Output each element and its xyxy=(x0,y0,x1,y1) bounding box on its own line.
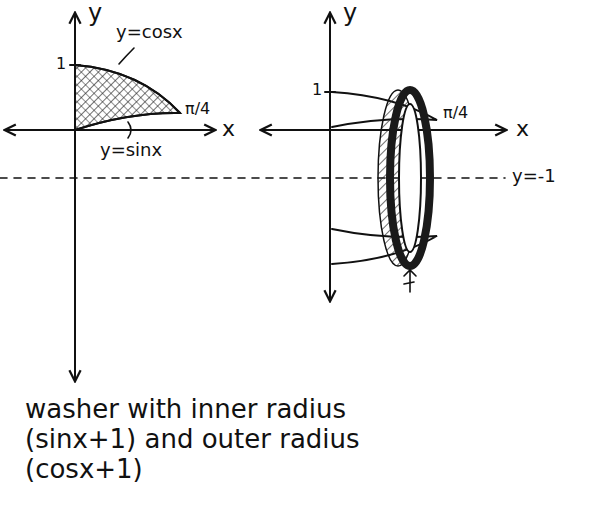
pointer-mark xyxy=(404,270,416,292)
axis-label: x xyxy=(222,116,235,141)
line-label: y=-1 xyxy=(512,166,556,187)
x-axis xyxy=(6,129,214,131)
axis-label: y xyxy=(88,0,102,28)
note: washer with inner radius (sinx+1) and ou… xyxy=(25,395,405,485)
axis-label: x xyxy=(516,116,529,141)
bound-label: π/4 xyxy=(443,104,468,122)
tick-label: 1 xyxy=(56,55,66,73)
leader-line xyxy=(119,48,134,64)
washer-outer xyxy=(390,90,430,266)
region xyxy=(75,65,180,130)
axis-label: y xyxy=(343,0,357,28)
curve-label: y=sinx xyxy=(100,140,162,161)
washer-inner xyxy=(399,104,421,252)
tick-label: 1 xyxy=(312,81,322,99)
leader-mark xyxy=(128,122,131,138)
y-axis xyxy=(329,14,331,300)
bound-label: π/4 xyxy=(185,100,210,118)
curve-label: y=cosx xyxy=(116,22,183,43)
cos-curve xyxy=(75,65,180,113)
